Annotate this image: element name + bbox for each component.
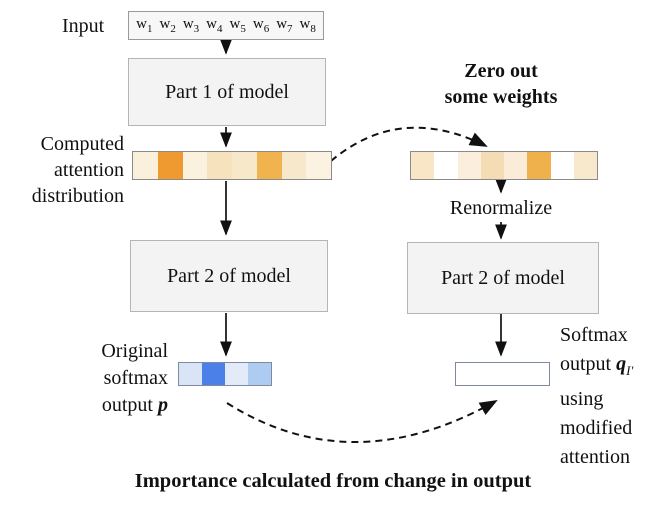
- attention-strip-original: [132, 151, 332, 180]
- heatmap-cell: [550, 152, 574, 179]
- softmax-strip-original: [178, 362, 272, 386]
- part2-of-model-label-right: Part 2 of model: [441, 266, 565, 289]
- heatmap-cell: [573, 152, 597, 179]
- heatmap-cell: [256, 152, 282, 179]
- heatmap-cell: [306, 152, 331, 179]
- part1-of-model-box: Part 1 of model: [128, 58, 326, 126]
- heatmap-cell: [434, 152, 458, 179]
- input-token-box: w1 w2 w3 w4 w5 w6 w7 w8: [128, 11, 324, 40]
- original-softmax-label-lines: Original softmax: [52, 338, 168, 392]
- bottom-caption: Importance calculated from change in out…: [134, 470, 532, 492]
- attention-strip-modified: [410, 151, 598, 180]
- softmax-strip-modified: [455, 362, 550, 386]
- modified-softmax-line2: output qI′: [560, 350, 666, 385]
- input-token: w6: [252, 16, 270, 35]
- modified-softmax-line1: Softmax: [560, 324, 628, 346]
- input-token: w3: [182, 16, 200, 35]
- text-line: softmax: [103, 367, 168, 389]
- part2-of-model-box-left: Part 2 of model: [130, 240, 328, 312]
- modified-softmax-label: Softmax output qI′ using modified attentio…: [560, 321, 666, 472]
- heatmap-cell: [411, 152, 435, 179]
- heatmap-cell: [248, 363, 271, 385]
- renormalize-label: Renormalize: [449, 197, 553, 219]
- heatmap-cell: [457, 152, 481, 179]
- text-line: attention: [560, 446, 630, 468]
- computed-attention-label: Computed attention distribution: [0, 131, 124, 209]
- heatmap-cell: [480, 152, 504, 179]
- text-line: attention: [54, 159, 124, 181]
- text-line: Zero out: [464, 60, 538, 82]
- heatmap-cell: [527, 152, 551, 179]
- input-token: w7: [276, 16, 293, 35]
- text-line: Original: [101, 340, 168, 362]
- input-token: w8: [299, 16, 316, 35]
- text-line: using: [560, 388, 604, 410]
- part2-of-model-label-left: Part 2 of model: [167, 264, 291, 287]
- text-line: Computed: [40, 133, 124, 155]
- input-token: w1: [136, 16, 153, 35]
- heatmap-cell: [157, 152, 183, 179]
- heatmap-cell: [504, 152, 528, 179]
- heatmap-cell: [281, 152, 307, 179]
- q-subscript: I′: [626, 363, 634, 378]
- input-token: w2: [159, 16, 176, 35]
- heatmap-cell: [179, 363, 202, 385]
- modified-softmax-lines-rest: using modified attention: [560, 385, 666, 472]
- original-softmax-label-line3: output p: [52, 392, 168, 419]
- zero-out-label: Zero out some weights: [405, 58, 597, 110]
- output-prefix: output: [101, 394, 158, 416]
- part1-of-model-label: Part 1 of model: [165, 80, 289, 103]
- heatmap-cell: [207, 152, 232, 179]
- heatmap-cell: [202, 363, 225, 385]
- heatmap-cell: [232, 152, 257, 179]
- p-symbol: p: [158, 394, 168, 416]
- input-token: w5: [229, 16, 246, 35]
- heatmap-cell: [133, 152, 158, 179]
- heatmap-cell: [182, 152, 208, 179]
- output-prefix: output: [560, 353, 617, 375]
- original-softmax-label: Original softmax output p: [52, 338, 168, 419]
- part2-of-model-box-right: Part 2 of model: [407, 242, 599, 314]
- text-line: distribution: [31, 185, 124, 207]
- heatmap-cell: [225, 363, 248, 385]
- dashed-arrow-compare-outputs: [226, 400, 498, 443]
- text-line: modified: [560, 417, 633, 439]
- text-line: some weights: [444, 86, 558, 108]
- input-token: w4: [206, 16, 223, 35]
- q-symbol: q: [616, 353, 627, 375]
- input-label: Input: [62, 15, 105, 37]
